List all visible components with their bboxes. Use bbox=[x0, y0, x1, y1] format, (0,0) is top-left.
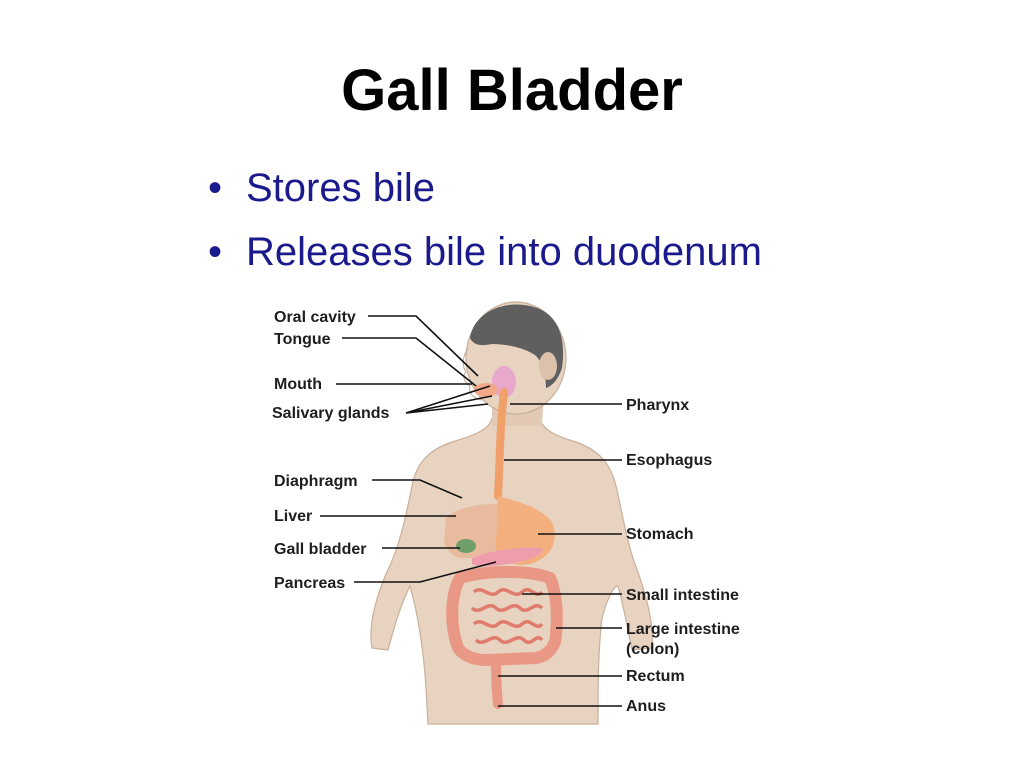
ear-shape bbox=[539, 352, 557, 380]
label-anus: Anus bbox=[626, 698, 666, 715]
label-salivary-glands: Salivary glands bbox=[272, 405, 389, 422]
digestive-organs bbox=[444, 366, 563, 709]
label-gall-bladder: Gall bladder bbox=[274, 541, 366, 558]
label-mouth: Mouth bbox=[274, 376, 322, 393]
bullet-list: Stores bile Releases bile into duodenum bbox=[208, 168, 762, 296]
gall-bladder-organ bbox=[456, 539, 476, 553]
bullet-releases-bile: Releases bile into duodenum bbox=[208, 232, 762, 296]
slide-title: Gall Bladder bbox=[341, 58, 683, 123]
label-pharynx: Pharynx bbox=[626, 397, 689, 414]
digestive-system-diagram: Oral cavity Tongue Mouth Salivary glands… bbox=[272, 301, 740, 725]
small-intestine-organ bbox=[470, 588, 544, 644]
leader-lines bbox=[320, 315, 622, 707]
label-liver: Liver bbox=[274, 508, 312, 525]
label-oral-cavity: Oral cavity bbox=[274, 309, 356, 326]
label-tongue: Tongue bbox=[274, 331, 331, 348]
label-small-intestine: Small intestine bbox=[626, 587, 739, 604]
labels-right: Pharynx Esophagus Stomach Small intestin… bbox=[626, 397, 740, 715]
stomach-organ bbox=[495, 496, 555, 565]
label-rectum: Rectum bbox=[626, 668, 685, 685]
labels-left: Oral cavity Tongue Mouth Salivary glands… bbox=[272, 309, 389, 592]
label-large-intestine: Large intestine bbox=[626, 621, 740, 638]
label-pancreas: Pancreas bbox=[274, 575, 345, 592]
label-esophagus: Esophagus bbox=[626, 452, 712, 469]
large-intestine-organ bbox=[446, 566, 563, 666]
bullet-stores-bile: Stores bile bbox=[208, 168, 762, 232]
rectum-organ bbox=[491, 655, 503, 709]
label-colon: (colon) bbox=[626, 641, 679, 658]
label-stomach: Stomach bbox=[626, 526, 694, 543]
mouth-organ bbox=[474, 383, 498, 397]
hair-shape bbox=[470, 304, 564, 388]
label-diaphragm: Diaphragm bbox=[274, 473, 358, 490]
esophagus-organ bbox=[494, 388, 508, 500]
pancreas-organ bbox=[472, 547, 543, 567]
